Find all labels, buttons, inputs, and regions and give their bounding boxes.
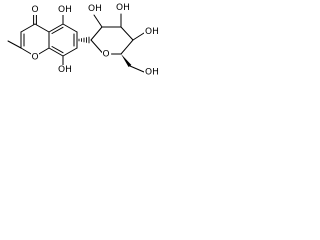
bond-ch2-oh (129, 65, 145, 73)
bond-c4-c4a (34, 23, 50, 33)
bond-c2-methyl (7, 40, 22, 49)
bond-c8-c8a-double (51, 46, 64, 54)
sugar-oh-c3-label: OH (116, 3, 130, 13)
bond-c4-oh (132, 32, 145, 41)
phenol-oh-bottom-label: OH (58, 65, 72, 75)
carbonyl-oxygen-label: O (32, 5, 39, 15)
bond-c1-c2 (90, 26, 103, 41)
sugar-oh-c4-label: OH (145, 27, 159, 37)
sugar-oh-c2-label: OH (88, 4, 102, 14)
bond-c4a-c5 (48, 23, 64, 33)
phenol-oh-top-label: OH (58, 5, 72, 15)
bond-c2-o1 (20, 47, 33, 55)
sugar-ring-oxygen-label: O (103, 50, 110, 60)
wedge-bond-c5-ch2 (121, 54, 132, 67)
bond-c8-c8a (48, 47, 64, 57)
bond-c5-c6 (62, 23, 78, 33)
sugar-ring (78, 26, 134, 55)
bond-c4-c5 (120, 39, 134, 55)
sugar-substituents (93, 13, 145, 73)
benzene-ring (48, 23, 78, 57)
bond-c2-oh (93, 14, 103, 28)
bond-o-c1 (90, 39, 103, 54)
bond-c4a-c5-double (51, 26, 64, 34)
sugar-oh-ch2-label: OH (145, 68, 159, 78)
chemical-structure-diagram: O OH OH O O OH OH OH OH (7, 3, 159, 78)
hashed-bond-c-glycoside (78, 36, 90, 44)
pyranone-ring (7, 23, 50, 55)
bond-o1-c8a (37, 47, 50, 55)
bond-c7-c8 (62, 47, 78, 57)
chromone-ring-oxygen-label: O (32, 53, 39, 63)
bond-c3-c4 (120, 26, 134, 41)
bond-c4-c3 (20, 23, 36, 33)
carbonyl-group (33, 14, 37, 25)
atom-labels: O OH OH O O OH OH OH OH (30, 3, 159, 78)
